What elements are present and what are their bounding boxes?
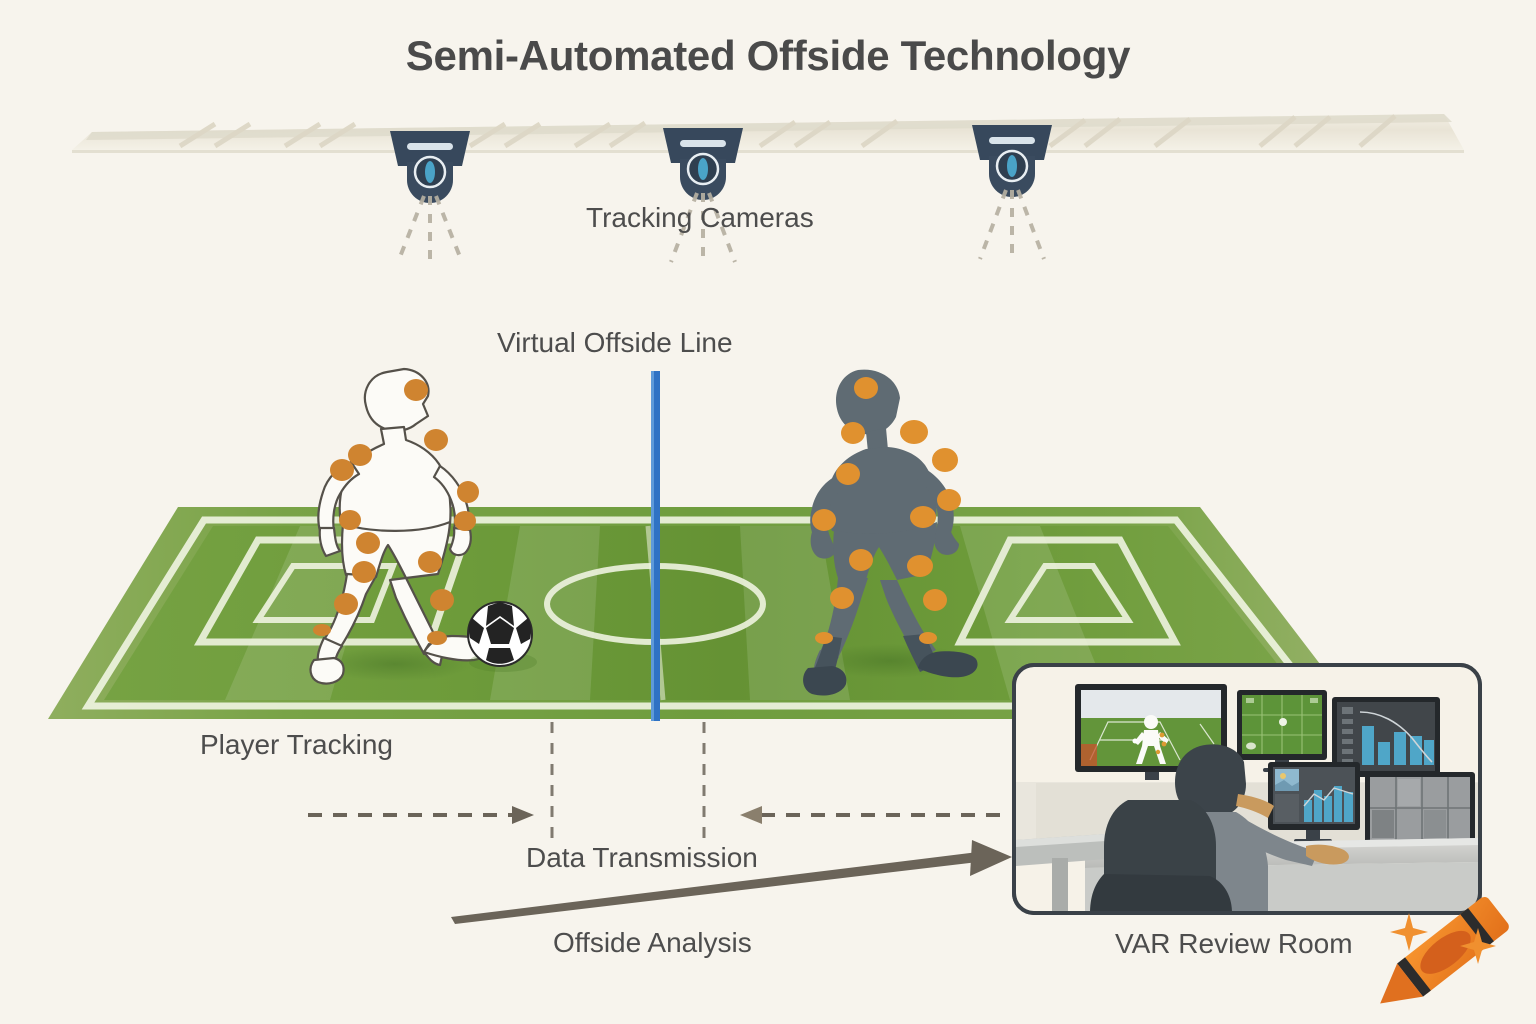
var-monitor-main xyxy=(1075,684,1227,780)
virtual-offside-line xyxy=(651,371,660,721)
label-tracking-cameras: Tracking Cameras xyxy=(586,202,814,233)
crayon-icon xyxy=(1380,897,1509,1004)
arrow-var-feedback xyxy=(740,806,1000,824)
arrow-offside-analysis xyxy=(451,840,1012,924)
attacker-player-figure xyxy=(309,367,492,685)
label-var-review-room: VAR Review Room xyxy=(1115,928,1353,959)
label-player-tracking: Player Tracking xyxy=(200,729,393,760)
var-monitor-grid xyxy=(1365,772,1475,859)
tracking-markers xyxy=(313,379,479,645)
label-virtual-offside-line: Virtual Offside Line xyxy=(497,327,733,358)
tracking-camera-icon xyxy=(390,125,1052,265)
var-monitor-tactical xyxy=(1237,690,1327,772)
var-monitor-secondary xyxy=(1268,762,1360,843)
arrow-player-tracking xyxy=(308,806,534,824)
defender-player-figure xyxy=(803,369,978,696)
page-title: Semi-Automated Offside Technology xyxy=(405,32,1131,79)
soccer-ball-icon xyxy=(467,601,537,672)
label-data-transmission: Data Transmission xyxy=(526,842,758,873)
label-offside-analysis: Offside Analysis xyxy=(553,927,752,958)
var-review-room-panel xyxy=(1012,663,1482,915)
var-operator xyxy=(1090,744,1349,911)
flow-arrows xyxy=(308,722,1012,924)
sparkle-icon xyxy=(1390,913,1496,964)
